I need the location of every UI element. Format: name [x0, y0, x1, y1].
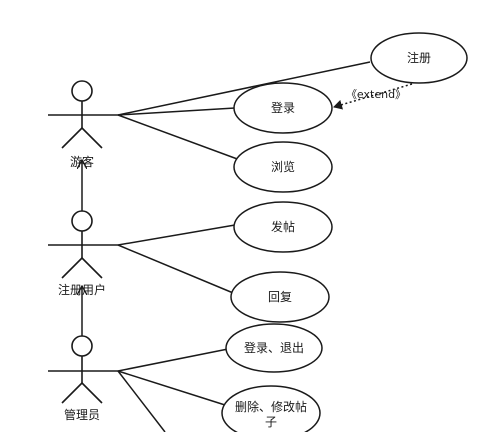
- actor-admin-head-icon: [71, 335, 93, 357]
- use-case-reply-label: 回复: [268, 290, 292, 304]
- use-case-post: [233, 201, 333, 253]
- use-case-browse-label: 浏览: [271, 159, 295, 174]
- association-visitor-login: [117, 107, 236, 116]
- actor-registered-user-label: 注册用户: [58, 282, 106, 297]
- use-case-login-logout-label: 登录、退出: [244, 340, 304, 355]
- association-admin-login-logout: [117, 348, 229, 372]
- use-case-delete-modify-label-line2: 子: [265, 415, 277, 429]
- use-case-login: [233, 82, 333, 134]
- use-case-register: [370, 32, 468, 84]
- association-visitor-register: [117, 61, 371, 116]
- use-case-delete-modify: [221, 385, 321, 437]
- actor-admin-label: 管理员: [64, 407, 100, 422]
- association-user-reply: [117, 244, 239, 296]
- association-admin-offscreen: [117, 370, 166, 433]
- extend-label: 《extend》: [346, 88, 406, 101]
- association-user-post: [117, 224, 236, 246]
- use-case-reply: [230, 271, 330, 323]
- actor-registered-user: [48, 210, 118, 279]
- use-case-post-label: 发帖: [271, 219, 295, 234]
- actor-visitor-label: 游客: [70, 154, 94, 169]
- use-case-login-label: 登录: [271, 100, 295, 115]
- actor-visitor-head-icon: [71, 80, 93, 102]
- use-case-browse: [233, 141, 333, 193]
- use-case-login-logout: [225, 323, 323, 373]
- extend-arrow: [333, 83, 413, 110]
- actor-admin: [48, 335, 118, 404]
- association-visitor-browse: [117, 114, 241, 161]
- actor-visitor: [48, 80, 118, 149]
- association-admin-delete-modify: [117, 370, 226, 406]
- use-case-register-label: 注册: [407, 50, 431, 65]
- actor-user-head-icon: [71, 210, 93, 232]
- use-case-delete-modify-label-line1: 删除、修改帖: [235, 399, 307, 414]
